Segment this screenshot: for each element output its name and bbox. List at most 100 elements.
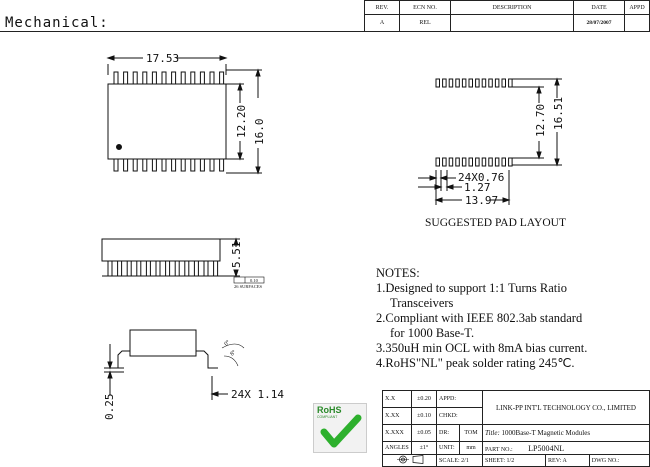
package-lead [123,158,129,172]
scale-value: 2/1 [461,457,469,464]
solder-pad [468,78,473,88]
coplanarity-frame [233,276,265,284]
package-lead [203,260,209,277]
package-lead [174,260,180,277]
package-lead [165,260,171,277]
dim-body-width: 12.20 [235,105,248,138]
package-lead [180,71,186,85]
coplanarity-note: 26 SURFACES [234,284,263,289]
pin1-marker [116,144,122,150]
angle-label-2: 8° [229,348,238,357]
package-lead [193,260,199,277]
dim-height: 5.51 [230,242,243,269]
solder-pad [475,78,480,88]
note-1: 1.Designed to support 1:1 Turns Ratio [376,281,567,295]
package-lead [219,158,225,172]
side-leads [107,260,219,277]
solder-pad [488,78,493,88]
package-lead [184,260,190,277]
solder-pad [455,78,460,88]
package-lead [123,71,129,85]
right-gull-lead [196,350,218,369]
package-lead [155,260,161,277]
title-block: X.X ±0.20 APPD: LINK-PP INT'L TECHNOLOGY… [382,390,650,467]
package-profile [129,329,197,357]
note-2: 2.Compliant with IEEE 802.3ab standard [376,311,583,325]
angle-label-1: 0° [223,338,232,347]
solder-pad [461,78,467,88]
dwg-label: DWG NO.: [591,457,620,464]
package-lead [126,260,132,277]
tol-x: X.X [382,390,412,408]
package-lead [161,158,167,172]
dim-pad-size: 24X0.76 [458,171,504,184]
package-lead [199,71,205,85]
note-1-cont: Transceivers [390,296,454,310]
package-lead [213,260,219,277]
dim-body-length: 17.53 [146,52,179,65]
package-lead [132,158,138,172]
tol-xxx-val: ±0.05 [411,424,437,442]
package-lead [199,158,205,172]
package-body-top [107,83,227,160]
scale-label: SCALE: [439,457,460,464]
part-label: PART NO.: [485,446,513,453]
tol-xx: X.XX [382,407,412,425]
unit-val: mm [459,441,483,455]
title-value: 1000Base-T Magnetic Modules [501,429,591,437]
tol-x-val: ±0.20 [411,390,437,408]
solder-pad [508,157,513,167]
sheet-value: 1/2 [506,457,515,464]
note-3: 3.350uH min OCL with 8mA bias current. [376,341,588,355]
package-body-side [101,238,221,262]
dim-standoff: 0.25 [103,394,116,421]
pad-row-top [435,78,513,88]
package-lead [151,71,157,85]
dim-pitch: 1.27 [464,181,491,194]
company-name: LINK-PP INT'L TECHNOLOGY CO., LIMITED [482,390,650,425]
rev-block-value: A [562,457,567,464]
solder-pad [488,157,493,167]
pad-layout-title: SUGGESTED PAD LAYOUT [425,217,566,229]
rev-value: A [364,14,400,32]
package-lead [145,260,151,277]
tol-xx-val: ±0.10 [411,407,437,425]
package-lead [107,260,113,277]
package-lead [219,71,225,85]
package-lead [171,158,177,172]
rohs-label: RoHS [317,405,342,415]
solder-pad [501,157,506,167]
solder-pad [501,78,506,88]
notes-block: NOTES: 1.Designed to support 1:1 Turns R… [376,266,587,371]
package-lead [142,71,148,85]
dr-label: DR: [436,424,460,442]
package-lead [136,260,142,277]
package-lead [209,71,215,85]
sheet-label: SHEET: [485,457,506,464]
package-lead [142,158,148,172]
rohs-logo: RoHS COMPLIANT [313,403,367,453]
rev-label: REV: [548,457,562,464]
bottom-leads [113,158,225,172]
projection-icon [396,455,423,464]
solder-pad [481,78,487,88]
package-lead [171,71,177,85]
revision-table: REV. ECN NO. DESCRIPTION DATE APPD A REL… [364,0,650,32]
package-lead [190,158,196,172]
package-lead [132,71,138,85]
part-cell: PART NO.: LP5004NL [482,441,650,455]
appd-value [624,14,650,32]
package-lead [209,158,215,172]
note-2-cont: for 1000 Base-T. [390,326,475,340]
title-label: Title: [485,429,500,437]
unit-label: UNIT: [436,441,460,455]
solder-pad [508,78,513,88]
solder-pad [442,78,447,88]
part-value: LP5004NL [528,443,565,453]
page-title: Mechanical: [5,15,109,31]
dim-span: 13.97 [465,194,498,207]
dim-pad-rows: 12.70 [534,104,547,137]
pad-row-bottom [435,157,513,167]
angles-val: ±1° [411,441,437,455]
